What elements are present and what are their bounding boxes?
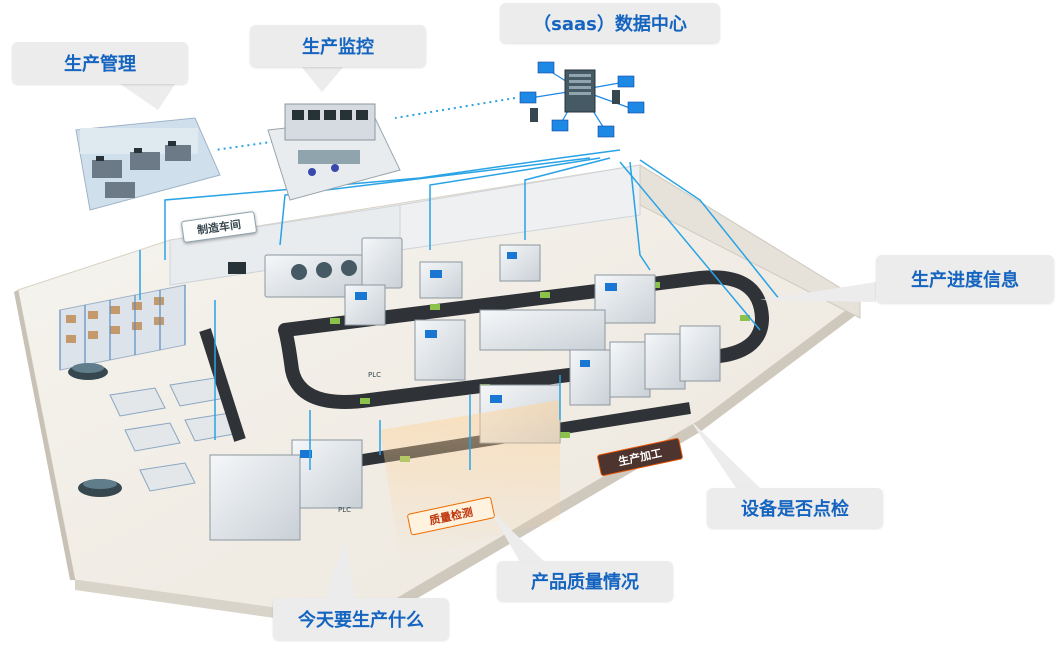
control-room bbox=[267, 103, 401, 201]
callout-data-center: （saas）数据中心 bbox=[500, 3, 720, 43]
plc-label: PLC bbox=[338, 506, 351, 514]
wall-monitor bbox=[228, 262, 246, 274]
callout-production-monitoring: 生产监控 bbox=[250, 25, 426, 67]
machine-screens bbox=[300, 252, 617, 458]
storage-racks bbox=[59, 284, 186, 371]
callout-equipment-inspection: 设备是否点检 bbox=[707, 488, 883, 528]
callout-todays-production: 今天要生产什么 bbox=[273, 598, 449, 640]
office-scene bbox=[75, 117, 221, 211]
callout-production-progress: 生产进度信息 bbox=[876, 255, 1054, 303]
callout-product-quality: 产品质量情况 bbox=[497, 561, 673, 601]
data-center-network bbox=[519, 61, 645, 138]
callout-pointers bbox=[120, 65, 876, 598]
workshop-walls bbox=[169, 164, 861, 319]
data-link bbox=[394, 97, 516, 119]
data-flow-lines bbox=[139, 149, 781, 470]
callout-production-management: 生产管理 bbox=[12, 42, 188, 84]
washing-drums bbox=[291, 260, 357, 280]
assembly-workstations bbox=[109, 377, 241, 492]
plc-label: PLC bbox=[368, 371, 381, 379]
agv-robot bbox=[78, 479, 122, 497]
agv-robot bbox=[68, 363, 108, 380]
